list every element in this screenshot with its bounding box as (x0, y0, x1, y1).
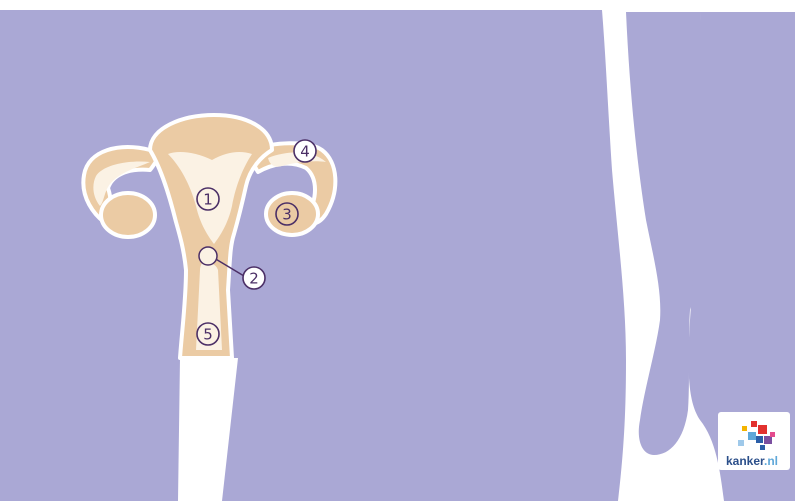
label-2: 2 (243, 267, 265, 289)
kanker-logo: kanker.nl (718, 412, 790, 470)
label-1-number: 1 (203, 191, 213, 209)
ovary-right (266, 193, 318, 235)
label-2-number: 2 (249, 270, 259, 288)
cervix-marker (199, 247, 217, 265)
label-4: 4 (294, 140, 316, 162)
logo-suffix: .nl (764, 454, 778, 468)
ovary-left (101, 193, 155, 237)
label-3-number: 3 (282, 206, 292, 224)
body-silhouette (0, 10, 626, 501)
label-5-number: 5 (203, 326, 213, 344)
label-4-number: 4 (300, 143, 310, 161)
logo-brand: kanker (726, 454, 765, 468)
svg-text:kanker.nl: kanker.nl (726, 454, 778, 468)
